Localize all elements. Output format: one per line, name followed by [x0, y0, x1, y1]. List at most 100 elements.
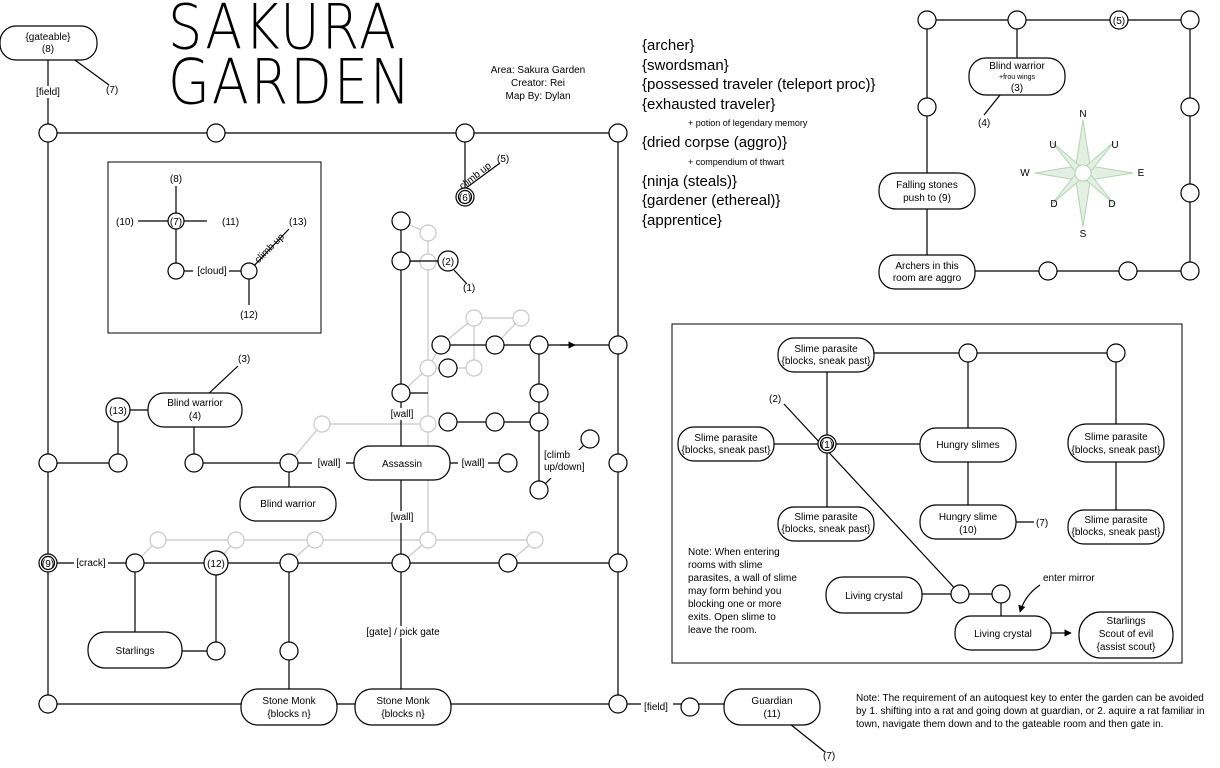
room-node [608, 694, 628, 714]
room-node [580, 429, 600, 449]
node-label-2: (2) [442, 257, 454, 268]
room-hungry-slime [919, 504, 1017, 540]
mob-item: {ninja (steals)} [642, 172, 738, 190]
stone-monk-2-sub: {blocks n} [381, 709, 425, 720]
room-slime-right-bottom [1067, 509, 1165, 545]
stone-monk-1-sub: {blocks n} [267, 709, 311, 720]
room-blind-warrior-ne [968, 57, 1066, 96]
compass-se: D [1108, 199, 1115, 210]
node-label-1: (1) [821, 440, 833, 451]
slime-right-top-sub: {blocks, sneak past} [1072, 445, 1162, 456]
room-node [1007, 10, 1027, 30]
room-node [206, 641, 226, 661]
inset-node [167, 262, 185, 280]
inset-slime-area: (1) (2) Slime parasite {blocks, sneak pa… [671, 323, 1183, 664]
room-falling-stones [878, 172, 976, 210]
inset-up-label: (8) [170, 174, 182, 185]
wall-label-3: [wall] [462, 458, 485, 469]
starlings-scout-label: Starlings [1107, 616, 1146, 627]
main-nodes [38, 123, 700, 717]
gate-label: [gate] / pick gate [366, 627, 440, 638]
room-node [391, 211, 411, 231]
inset-right-label: (11) [222, 217, 239, 228]
crack-label: [crack] [76, 558, 106, 569]
room-node [1180, 10, 1200, 30]
room-node [529, 383, 549, 403]
mob-item: {swordsman} [642, 56, 729, 74]
gateable-exit-label: (7) [106, 85, 118, 96]
hungry-slime-label: Hungry slime [939, 512, 998, 523]
numbered-nodes [38, 187, 475, 576]
room-node [279, 453, 299, 473]
compass-s: S [1080, 229, 1087, 240]
area-name: Area: Sakura Garden [490, 65, 586, 76]
autoquest-note: Note: The requirement of an autoquest ke… [856, 693, 1205, 730]
room-node [529, 480, 549, 500]
blind-warrior-label: Blind warrior [167, 398, 223, 409]
mob-item: {dried corpse (aggro)} [642, 134, 788, 151]
stone-monk-2-label: Stone Monk [376, 696, 430, 707]
main-rooms [0, 25, 821, 726]
slime-note: Note: When entering rooms with slime par… [688, 547, 797, 636]
room-node [608, 335, 628, 355]
falling-stones-sub: push to (9) [903, 193, 951, 204]
inset-north-east: (5) Blind warrior +frou wings (3) (4) Fa… [878, 10, 1200, 290]
climb-updown-label: [climb up/down] [544, 450, 585, 473]
compass-rose: N S E W U U D D [1020, 109, 1144, 240]
room-node [1038, 261, 1058, 281]
room-guardian [723, 688, 821, 726]
stone-monk-1-label: Stone Monk [262, 696, 316, 707]
compass-w: W [1020, 168, 1030, 179]
room-node [391, 251, 411, 271]
room-node-2 [437, 250, 459, 272]
room-slime-right-top [1067, 423, 1165, 463]
compass-e: E [1138, 168, 1145, 179]
slime-top-label: Slime parasite [794, 344, 858, 355]
hungry-slime-num: (10) [959, 525, 977, 536]
room-node [485, 412, 505, 432]
wall-label-4: [wall] [391, 512, 414, 523]
starlings-label: Starlings [116, 646, 155, 657]
room-stone-monk-2 [354, 688, 452, 726]
room-node [1118, 261, 1138, 281]
living-crystal-2-label: Living crystal [974, 629, 1032, 640]
room-node [1180, 183, 1200, 203]
slime-right-bottom-label: Slime parasite [1084, 515, 1148, 526]
ne-blind-warrior-sub: +frou wings [999, 74, 1035, 81]
compass-n: N [1079, 109, 1086, 120]
climb-up-label: climb up [457, 160, 493, 192]
map-credits: Area: Sakura Garden Creator: Rei Map By:… [478, 64, 598, 103]
ne-blind-warrior-num: (3) [1011, 83, 1023, 94]
falling-stones-label: Falling stones [896, 180, 958, 191]
room-node [1180, 261, 1200, 281]
room-node [608, 453, 628, 473]
inset-node [240, 262, 258, 280]
starlings-scout-sub2: {assist scout} [1097, 642, 1157, 653]
node-label-9: (9) [42, 559, 54, 570]
climb-up-dest: (5) [497, 154, 509, 165]
node-label-12: (12) [207, 559, 225, 570]
slime-top-sub: {blocks, sneak past} [782, 356, 872, 367]
blind-warrior-lower-label: Blind warrior [260, 499, 316, 510]
mob-drop: + potion of legendary memory [688, 118, 808, 128]
mob-item: {apprentice} [642, 211, 723, 229]
room-node [279, 641, 299, 661]
room-node [38, 453, 58, 473]
room-archers-aggro [878, 254, 976, 290]
node-label-6: (6) [459, 193, 471, 204]
compass-nw: U [1049, 140, 1056, 151]
room-node [498, 453, 518, 473]
mob-item: {gardener (ethereal)} [642, 192, 781, 209]
inset-climb-label: climb up [253, 231, 287, 265]
map-author: Map By: Dylan [505, 91, 571, 102]
room-blind-warrior [147, 392, 243, 428]
hungry-slime-exit: (7) [1036, 518, 1048, 529]
room-node [455, 123, 475, 143]
room-living-crystal-2 [954, 615, 1052, 651]
room-node [680, 697, 700, 717]
room-starlings-scout [1078, 611, 1174, 659]
node-label-5: (5) [1113, 16, 1125, 27]
map-title: SAKURA GARDEN [168, 0, 458, 113]
room-node [38, 123, 58, 143]
slime-bottom-label: Slime parasite [794, 512, 858, 523]
